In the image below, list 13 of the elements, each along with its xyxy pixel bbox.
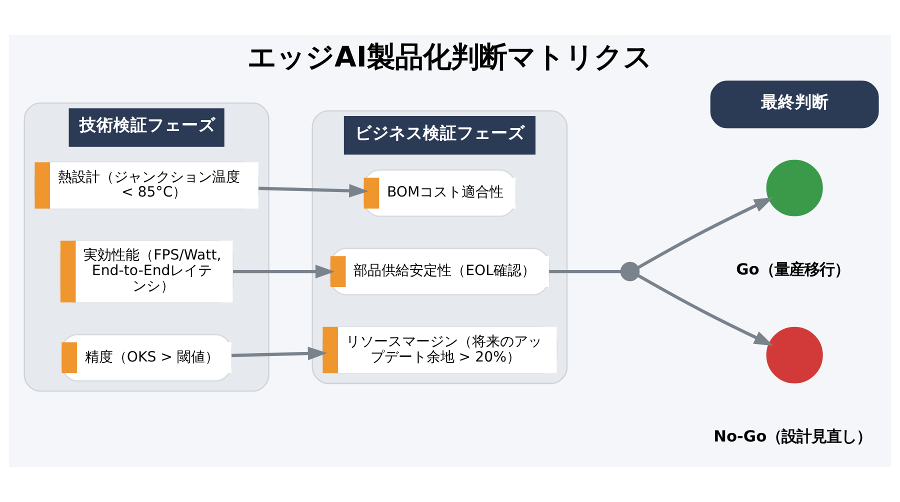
arrow <box>638 197 774 269</box>
node-circle <box>766 160 823 216</box>
node-box: 最終判断 <box>710 80 879 128</box>
arrow <box>233 264 335 278</box>
node-circle <box>766 326 823 384</box>
node-label: Go（量産移行） <box>736 260 850 278</box>
node-circle <box>620 262 640 282</box>
arrow <box>638 274 774 346</box>
connector <box>549 270 621 274</box>
arrow <box>231 346 328 360</box>
arrow <box>258 184 368 198</box>
diagram-title: エッジAI製品化判断マトリクス <box>248 40 652 74</box>
node-label: No-Go（設計見直し） <box>714 427 872 446</box>
